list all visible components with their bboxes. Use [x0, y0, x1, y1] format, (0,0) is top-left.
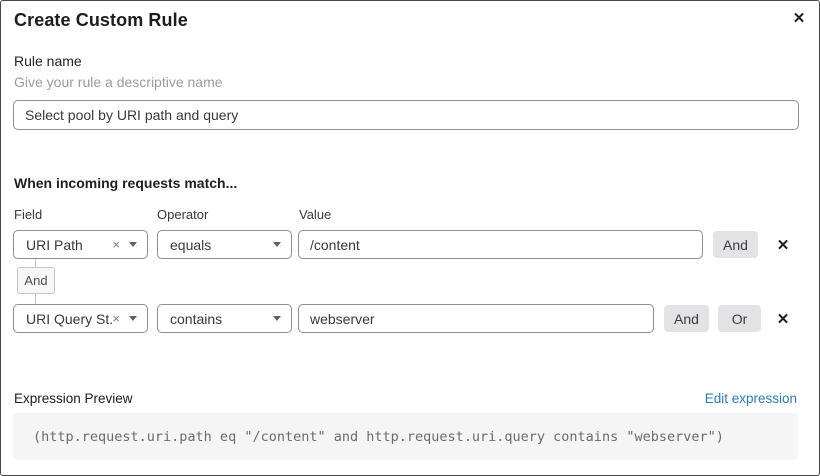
rule-name-helper: Give your rule a descriptive name	[14, 74, 223, 90]
field-select-row1[interactable]: URI Path ×	[13, 230, 148, 259]
rule-name-input[interactable]	[13, 100, 799, 130]
operator-select-row1[interactable]: equals	[157, 230, 292, 259]
value-column-label: Value	[299, 207, 332, 222]
edit-expression-link[interactable]: Edit expression	[704, 391, 797, 406]
chevron-down-icon	[273, 316, 281, 321]
or-button-row2[interactable]: Or	[718, 305, 761, 332]
rule-name-label: Rule name	[14, 53, 82, 69]
chevron-down-icon	[129, 316, 137, 321]
connector-line-top	[35, 259, 36, 267]
delete-row2-icon[interactable]: ✕	[774, 304, 792, 333]
clear-icon[interactable]: ×	[112, 237, 120, 252]
value-input-row2[interactable]	[298, 304, 654, 333]
operator-select-row2-value: contains	[170, 310, 223, 327]
chevron-down-icon	[273, 242, 281, 247]
delete-row1-icon[interactable]: ✕	[774, 230, 792, 259]
operator-column-label: Operator	[157, 207, 209, 222]
page-title: Create Custom Rule	[14, 10, 188, 30]
and-button-row2[interactable]: And	[664, 305, 709, 332]
chevron-down-icon	[129, 242, 137, 247]
expression-code: (http.request.uri.path eq "/content" and…	[33, 428, 724, 445]
field-select-row1-value: URI Path	[26, 236, 83, 253]
clear-icon[interactable]: ×	[112, 311, 120, 326]
expression-code-block: (http.request.uri.path eq "/content" and…	[13, 413, 798, 460]
field-select-row2[interactable]: URI Query St... ×	[13, 304, 148, 333]
and-button-row1[interactable]: And	[713, 231, 758, 258]
connector-line-bottom	[35, 294, 36, 304]
value-input-row1[interactable]	[298, 230, 703, 259]
match-section-heading: When incoming requests match...	[14, 175, 238, 191]
operator-select-row1-value: equals	[170, 236, 212, 253]
close-icon[interactable]: ✕	[788, 7, 810, 29]
field-select-row2-value: URI Query St...	[26, 310, 113, 327]
connector-and-badge: And	[17, 267, 55, 294]
operator-select-row2[interactable]: contains	[157, 304, 292, 333]
expression-preview-label: Expression Preview	[14, 391, 133, 406]
field-column-label: Field	[14, 207, 43, 222]
